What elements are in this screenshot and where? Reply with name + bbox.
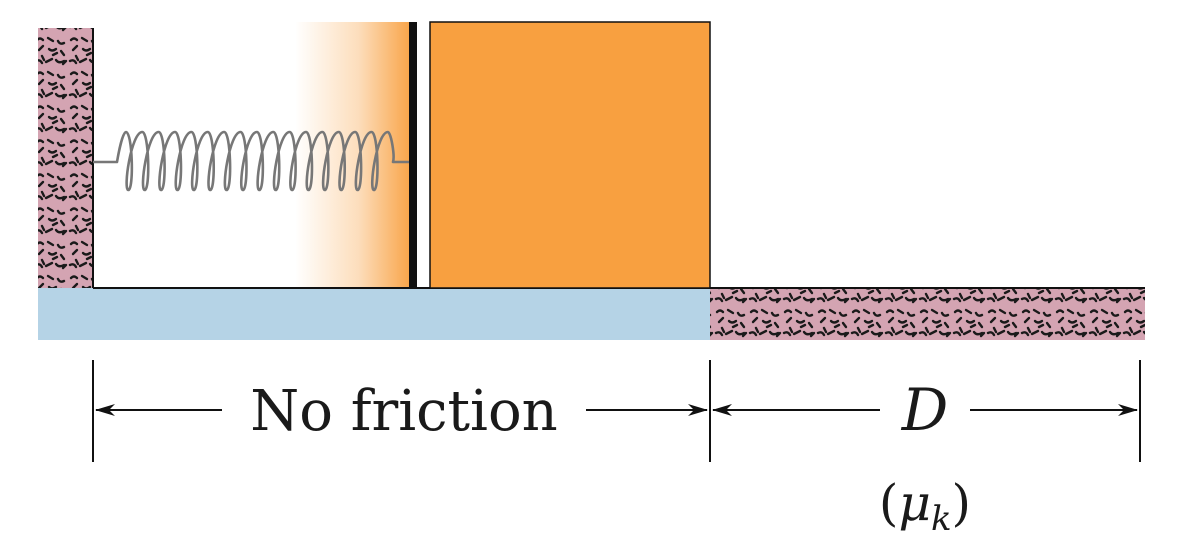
coefficient-label: (μk)	[879, 474, 971, 539]
distance-label: D	[901, 376, 949, 444]
rough-floor	[710, 288, 1145, 340]
no-friction-label: No friction	[250, 379, 557, 444]
motion-blur	[295, 22, 410, 288]
wall	[38, 28, 93, 290]
block	[429, 21, 711, 289]
spring	[93, 130, 409, 192]
coefficient-close-paren: )	[952, 474, 972, 532]
coefficient-open-paren: (	[879, 474, 899, 532]
coefficient-subscript: k	[931, 499, 952, 539]
frictionless-floor	[38, 288, 710, 340]
spring-plate	[409, 22, 417, 288]
coefficient-symbol: μ	[898, 474, 931, 532]
